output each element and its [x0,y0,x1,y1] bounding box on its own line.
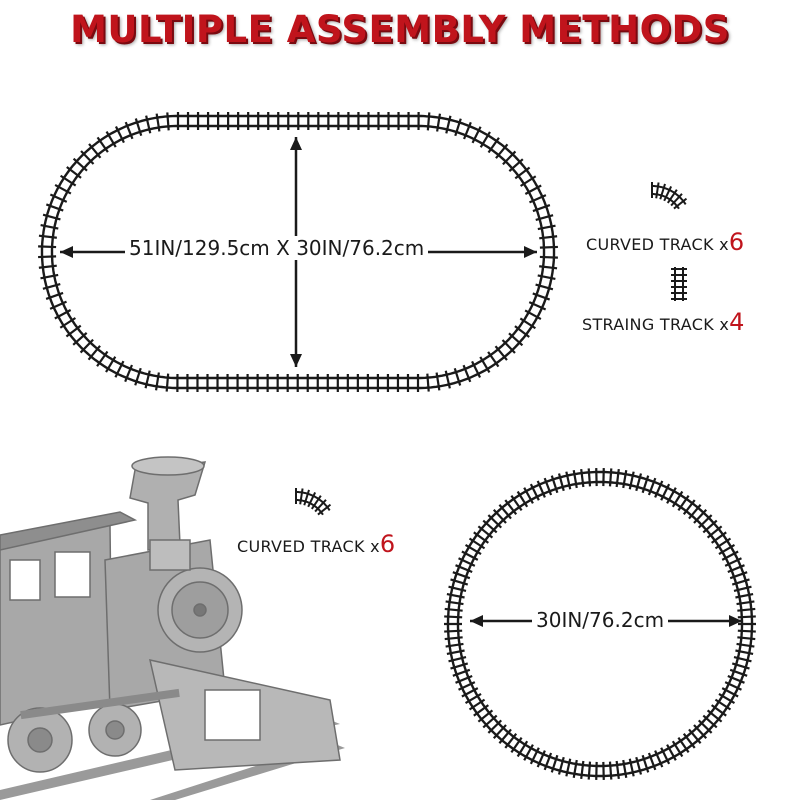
oval-straight-count: STRAING TRACK x4 [582,308,744,336]
track-tie [587,468,592,487]
curved-track-count: 6 [728,228,745,256]
track-rail [456,480,744,768]
track-tie [79,338,94,354]
track-rail [296,491,331,511]
circle-track-layout [444,468,756,780]
track-tie [303,489,310,506]
track-tie [502,150,517,166]
track-rail [446,470,754,778]
track-tie [307,491,317,508]
track-rail [40,114,556,390]
track-tie [38,255,57,259]
track-tie [737,615,756,619]
track-tie [673,197,688,210]
oval-curved-count: CURVED TRACK x6 [586,228,744,256]
arrow-head [729,615,742,627]
track-tie [38,245,57,249]
oval-track-layout [38,111,558,393]
track-tie [539,255,558,259]
track-tie [663,185,673,202]
track-tie [587,761,592,780]
track-tie [444,615,463,619]
track-tie [501,339,516,354]
track-tie [80,150,95,165]
straight-track-count: 4 [729,308,745,336]
track-tie [72,332,88,346]
straight-track-label: STRAING TRACK x [582,315,730,334]
track-rail [296,499,324,516]
track-tie [495,143,509,159]
track-rail [652,193,680,210]
track-tie [539,245,558,249]
track-tie [666,189,678,204]
track-tie [508,332,524,347]
track-tie [608,761,613,780]
track-tie [737,629,756,633]
track-tie [299,488,304,505]
track-rail [50,124,546,380]
track-tie [72,157,88,172]
track-rail [652,185,687,206]
curved-track-label: CURVED TRACK x [586,235,729,254]
circle-dimension-label: 30IN/76.2cm [532,608,669,632]
track-tie [426,112,431,131]
track-tie [444,629,463,633]
curved-track-icon [295,488,332,516]
track-tie [314,499,327,513]
track-tie [310,495,322,510]
track-tie [659,183,666,200]
oval-dimension-label: 51IN/129.5cm X 30IN/76.2cm [125,236,429,260]
curved-track-icon [651,182,688,210]
curved-track-count: 6 [379,530,396,558]
arrow-head [290,137,302,150]
curved-track-label: CURVED TRACK x [237,537,380,556]
arrow-head [524,246,537,258]
arrow-head [60,246,73,258]
page-title: MULTIPLE ASSEMBLY METHODS [70,8,730,51]
arrow-head [470,615,483,627]
straight-track-icon [671,267,687,301]
track-tie [165,373,170,392]
circle-curved-count: CURVED TRACK x6 [237,530,395,558]
arrow-head [290,354,302,367]
track-tie [317,503,332,516]
track-tie [608,468,613,487]
track-tie [655,182,660,199]
track-tie [87,345,101,361]
track-tie [508,158,524,172]
track-tie [670,193,683,207]
